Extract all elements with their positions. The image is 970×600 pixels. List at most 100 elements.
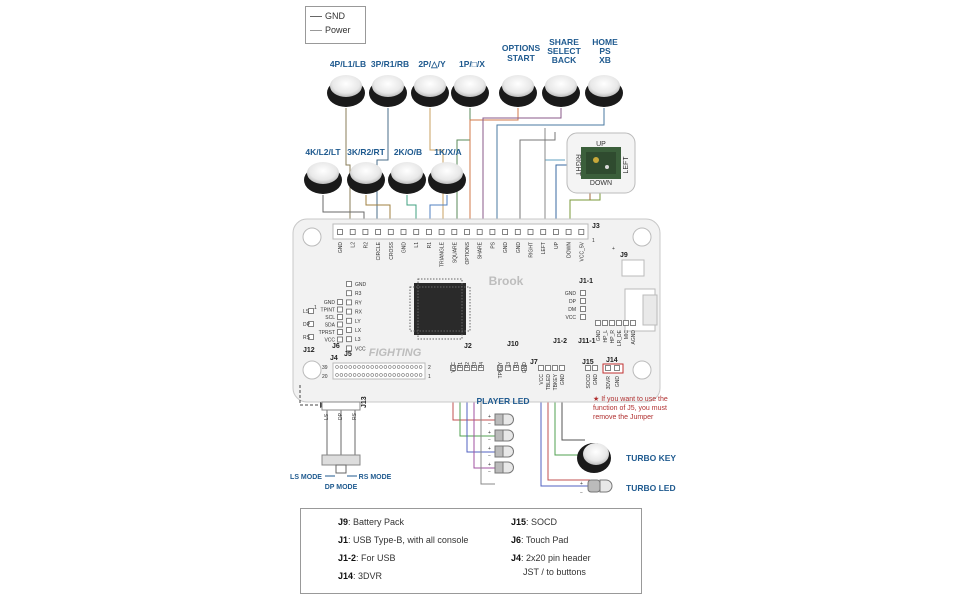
dpad-right-label: RIGHT [574, 154, 581, 177]
j13-mode-switch[interactable]: J13 LS DP RS LS MODE RS MODE DP MODE [290, 385, 392, 491]
top-right-buttons: OPTIONS START SHARE SELECT BACK HOME PS … [499, 37, 623, 107]
player-led-4-base [494, 461, 504, 474]
button-4k-label: 4K/L2/LT [305, 147, 341, 157]
j12-pin-label-5: VCC [324, 338, 335, 344]
info-j1: J1: USB Type-B, with all console [338, 535, 469, 545]
button-1k-x-a[interactable]: 1K/X/A [428, 147, 466, 194]
j10-pin-0 [497, 365, 503, 371]
j4-pin-1-10 [379, 373, 383, 377]
j4-pin-1-2 [344, 373, 348, 377]
button-1p-square-x[interactable]: 1P/□/X [451, 59, 489, 107]
joystick-module: UP DOWN LEFT RIGHT [566, 132, 636, 194]
j3-pin-1: 1 [592, 238, 595, 244]
player-led-1-plus: + [488, 414, 491, 420]
player-led-1-base [494, 413, 504, 426]
top-buttons: 4P/L1/LB 3P/R1/RB 2P/△/Y 1P/□/X [327, 59, 489, 107]
player-led-3-minus: − [488, 453, 491, 459]
j2-pin-1 [457, 365, 463, 371]
top-pin-13 [502, 229, 509, 235]
player-led-3 [502, 445, 514, 458]
turbo-led-label: TURBO LED [626, 483, 676, 493]
top-pin-label-1: L2 [351, 242, 357, 248]
button-2k-label: 2K/O/B [394, 147, 422, 157]
j5-pin-5 [346, 327, 352, 333]
j2-pin-2 [464, 365, 470, 371]
j4-pin-0-19 [418, 365, 423, 369]
button-4k-l2-lt[interactable]: 4K/L2/LT [304, 147, 342, 194]
player-led-4 [502, 461, 514, 474]
button-3p-r1-rb[interactable]: 3P/R1/RB [369, 59, 409, 107]
j12-pin-2 [337, 314, 343, 320]
player-led-1-minus: − [488, 421, 491, 427]
j4-pin-1-11 [383, 373, 388, 377]
wire-legend: GND Power [305, 6, 366, 44]
j14-pin-1 [614, 365, 620, 371]
j12-pin-label-2: SCL [325, 315, 335, 321]
turbo-key[interactable]: TURBO KEY [577, 443, 676, 473]
button-share-select-back[interactable]: SHARE SELECT BACK [542, 37, 582, 107]
j4-end-2: 2 [428, 365, 431, 371]
j5-pin-label-7: VCC [355, 346, 366, 352]
ls-mode-label: LS MODE [290, 474, 322, 481]
player-led-4-minus: − [488, 469, 491, 475]
j12-side-pin-2 [308, 334, 314, 340]
j10-pin-3 [521, 365, 527, 371]
j1-1-pin-label-2: DM [568, 307, 576, 313]
j14-pin-label-1: GND [615, 376, 621, 388]
j5-pin-label-4: LY [355, 319, 361, 325]
top-pin-9 [451, 229, 458, 235]
top-pin-label-13: GND [503, 242, 509, 254]
top-pin-0 [337, 229, 343, 235]
j12-side-label-2: RS [303, 335, 311, 341]
top-pin-label-18: DOWN [567, 242, 573, 258]
dpad-down-label: DOWN [590, 180, 612, 187]
j7-pin-label-0: VCC [539, 374, 545, 385]
j15-label: J15 [582, 359, 594, 366]
j2-pin-3 [471, 365, 477, 371]
j5-jumper-note: ★ If you want to use the function of J5,… [593, 396, 668, 421]
j4-end-1: 1 [428, 374, 431, 380]
button-options-start[interactable]: OPTIONS START [499, 43, 540, 107]
button-2k-o-b[interactable]: 2K/O/B [388, 147, 426, 194]
j11-1-label: J11-1 [578, 338, 596, 345]
legend-gnd: GND [310, 11, 345, 21]
j13-rs: RS [352, 412, 358, 420]
share-label-1: SHARE [549, 37, 579, 47]
j2-pin-label-3: P3 [472, 362, 478, 368]
top-pin-label-19: VCC_5V [579, 241, 585, 261]
j12-pin-3 [337, 321, 343, 328]
j11-pin-label-1: HP_L [603, 330, 609, 343]
j14-label: J14 [606, 357, 618, 364]
options-label-1: OPTIONS [502, 43, 541, 53]
j4-pin-0-1 [339, 365, 344, 369]
home-label-3: XB [599, 55, 611, 65]
j12-pin-0 [337, 299, 343, 305]
top-pin-label-7: R1 [427, 242, 433, 249]
info-j15: J15: SOCD [511, 517, 558, 527]
turbo-led-plus: + [580, 481, 583, 487]
j12-pin-label-1: TPINT [321, 308, 335, 314]
home-label-2: PS [599, 46, 611, 56]
button-2p-triangle-y[interactable]: 2P/△/Y [411, 59, 449, 107]
top-pin-label-9: SQUARE [452, 241, 458, 263]
j10-pin-label-0: TPKEY [498, 361, 504, 378]
top-pin-1 [349, 229, 356, 235]
j11-pin-2 [609, 320, 615, 326]
button-home-ps-xb[interactable]: HOME PS XB [585, 37, 623, 107]
j9-plus: + [612, 246, 615, 252]
button-1p-square-x-label: 1P/□/X [459, 59, 485, 69]
j4-pins [335, 365, 423, 377]
info-j4: J4: 2x20 pin header [511, 553, 591, 563]
j4-pin-1-8 [370, 373, 374, 377]
top-pin-label-14: GND [516, 242, 522, 254]
j5-pin-label-5: LX [355, 328, 362, 334]
j11-pin-1 [602, 320, 608, 326]
button-3k-r2-rt[interactable]: 3K/R2/RT [347, 147, 386, 194]
button-4p-l1-lb[interactable]: 4P/L1/LB [327, 59, 366, 107]
player-led-title: PLAYER LED [476, 396, 529, 406]
legend-power: Power [310, 25, 351, 35]
